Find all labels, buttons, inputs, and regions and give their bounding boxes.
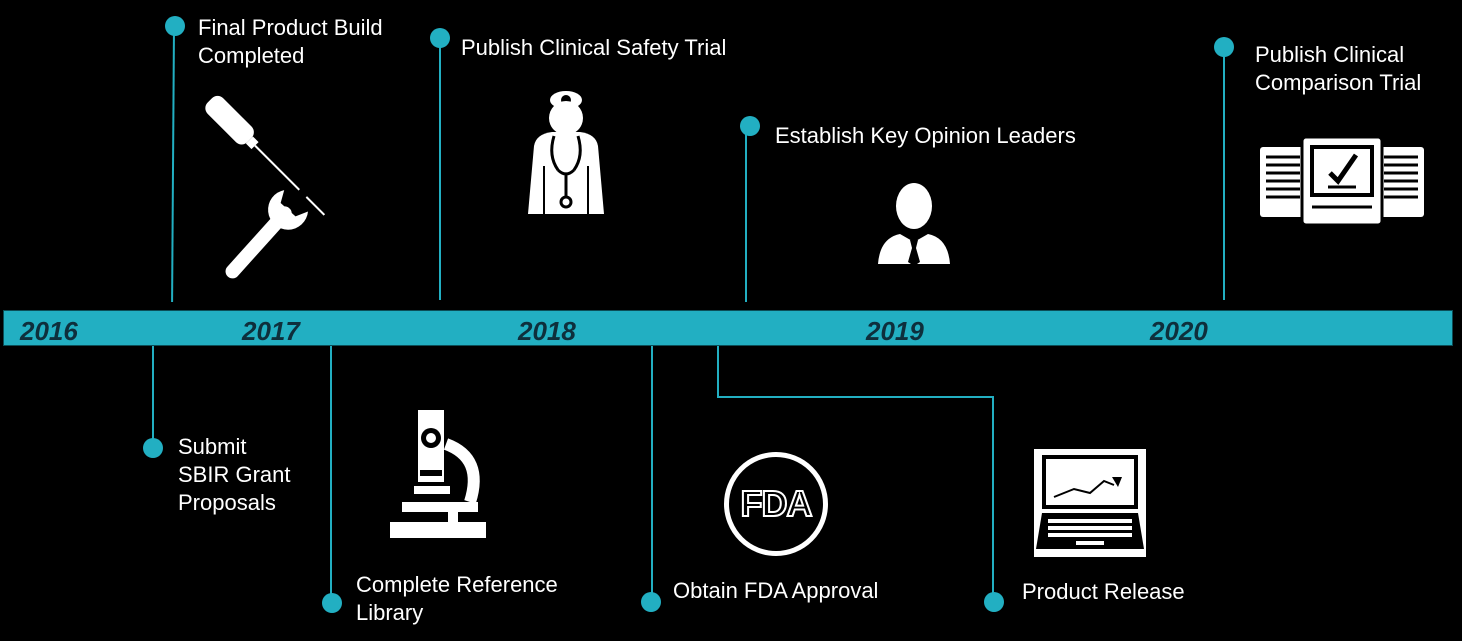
- milestone-dot: [1214, 37, 1234, 57]
- microscope-icon: [390, 410, 486, 538]
- milestone-dot: [641, 592, 661, 612]
- milestone-label: Establish Key Opinion Leaders: [775, 123, 1076, 148]
- laptop-chart-icon: [1034, 449, 1146, 557]
- connector-line: [717, 346, 719, 398]
- connector-line: [1223, 52, 1225, 300]
- doctor-icon: [528, 91, 604, 214]
- milestone-label: Publish Clinical Comparison Trial: [1255, 42, 1422, 95]
- milestone-label: Complete Reference Library: [356, 572, 558, 625]
- connector-line: [439, 40, 441, 300]
- milestone-label: Publish Clinical Safety Trial: [461, 35, 727, 60]
- milestone-label: Submit SBIR Grant Proposals: [178, 434, 291, 515]
- milestone-label: Obtain FDA Approval: [673, 578, 879, 603]
- milestone-dot: [322, 593, 342, 613]
- tools-icon: [205, 95, 325, 279]
- milestone-dot: [165, 16, 185, 36]
- checklist-documents-icon: [1260, 137, 1424, 227]
- year-label-2019: 2019: [866, 316, 924, 346]
- year-label-2016: 2016: [20, 316, 78, 346]
- connector-line: [992, 396, 994, 600]
- year-label-2020: 2020: [1150, 316, 1208, 346]
- milestone-dot: [430, 28, 450, 48]
- connector-line: [717, 396, 993, 398]
- businessman-icon: [878, 183, 950, 266]
- timeline-bar: [3, 310, 1453, 346]
- milestone-label: Product Release: [1022, 579, 1185, 604]
- year-label-2018: 2018: [518, 316, 576, 346]
- connector-line: [651, 346, 653, 600]
- milestone-dot: [984, 592, 1004, 612]
- year-label-2017: 2017: [242, 316, 300, 346]
- milestone-dot: [143, 438, 163, 458]
- milestone-label: Final Product Build Completed: [198, 15, 383, 68]
- fda-logo-icon: FDA: [724, 452, 828, 556]
- connector-line: [171, 25, 175, 303]
- connector-line: [152, 346, 154, 446]
- connector-line: [330, 346, 332, 594]
- connector-line: [745, 134, 747, 302]
- milestone-dot: [740, 116, 760, 136]
